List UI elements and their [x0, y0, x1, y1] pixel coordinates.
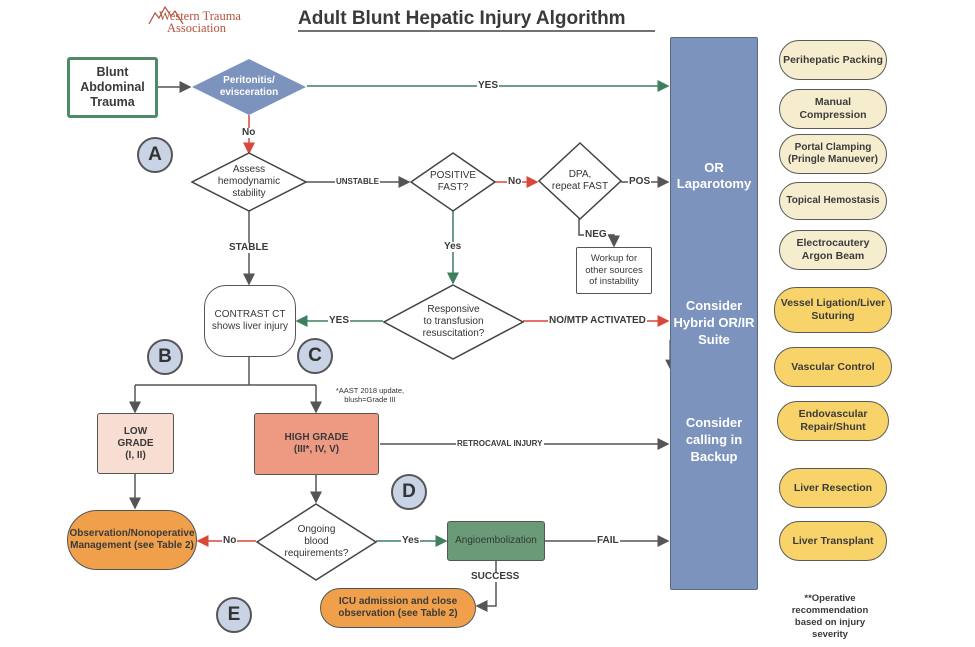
node-icu: ICU admission and close observation (see… [320, 588, 476, 628]
marker-e: E [216, 597, 252, 633]
label-no-peritonitis: No [241, 127, 257, 138]
node-positive-fast-shape [410, 152, 496, 212]
footnote-aast: *AAST 2018 update, blush=Grade III [335, 386, 405, 404]
option-topical-hemostasis: Topical Hemostasis [779, 182, 887, 220]
edge-success-icu [475, 561, 497, 612]
label-neg: NEG [584, 229, 608, 240]
marker-b: B [147, 339, 183, 375]
label-yes-fast: Yes [443, 241, 463, 252]
label-no-ongoing: No [222, 535, 238, 546]
logo-line-1: Western Trauma [159, 9, 241, 23]
wta-logo: Western Trauma Association [147, 4, 247, 40]
marker-d: D [391, 474, 427, 510]
page-title: Adult Blunt Hepatic Injury Algorithm [298, 8, 626, 29]
node-responsive-shape [383, 284, 524, 360]
or-column: OR Laparotomy Consider Hybrid OR/IR Suit… [670, 37, 758, 590]
option-manual-compression: Manual Compression [779, 89, 887, 129]
node-peritonitis: Peritonitis/evisceration [219, 75, 279, 98]
node-dpa: DPA,repeat FAST [551, 169, 609, 192]
label-retrocaval: RETROCAVAL INJURY [456, 439, 544, 448]
node-contrast-ct: CONTRAST CT shows liver injury [204, 285, 296, 357]
option-liver-transplant: Liver Transplant [779, 521, 887, 561]
option-electrocautery: Electrocautery Argon Beam [779, 230, 887, 270]
or-hybrid-suite: Consider Hybrid OR/IR Suite [673, 298, 755, 347]
label-yes-responsive: YES [328, 315, 351, 326]
node-blunt-trauma: Blunt Abdominal Trauma [67, 57, 158, 118]
option-vascular-control: Vascular Control [774, 347, 892, 387]
label-no-fast: No [507, 176, 523, 187]
node-angioembolization: Angioembolization [447, 521, 545, 561]
node-peritonitis-shape [192, 59, 306, 115]
node-high-grade: HIGH GRADE(III*, IV, V) [254, 413, 379, 475]
option-liver-resection: Liver Resection [779, 468, 887, 508]
marker-a: A [137, 137, 173, 173]
label-fail: FAIL [596, 535, 620, 546]
option-portal-clamping: Portal Clamping (Pringle Manuever) [779, 134, 887, 174]
footnote-operative: **Operative recommendation based on inju… [791, 593, 869, 640]
label-stable: STABLE [228, 242, 270, 253]
label-yes-ongoing: Yes [401, 535, 421, 546]
label-unstable: UNSTABLE [335, 177, 380, 186]
label-pos: POS [628, 176, 652, 187]
marker-c: C [297, 338, 333, 374]
node-observation: Observation/Nonoperative Management (see… [67, 510, 197, 570]
option-vessel-ligation: Vessel Ligation/Liver Suturing [774, 287, 892, 333]
option-endovascular-repair: Endovascular Repair/Shunt [777, 401, 889, 441]
logo-line-2: Association [167, 21, 227, 35]
label-no-mtp: NO/MTP ACTIVATED [548, 315, 647, 326]
or-laparotomy: OR Laparotomy [676, 160, 752, 192]
node-ongoing-shape [256, 503, 377, 581]
logo-text: Western Trauma Association [159, 9, 241, 35]
label-success: SUCCESS [470, 571, 521, 582]
node-assess-shape [191, 152, 307, 212]
node-dpa-shape [538, 142, 622, 220]
mountains-logo-icon [148, 5, 184, 25]
or-call-backup: Consider calling in Backup [685, 415, 743, 464]
option-perihepatic-packing: Perihepatic Packing [779, 40, 887, 80]
label-yes-or: YES [477, 80, 500, 91]
node-workup: Workup for other sources of instability [576, 247, 652, 294]
